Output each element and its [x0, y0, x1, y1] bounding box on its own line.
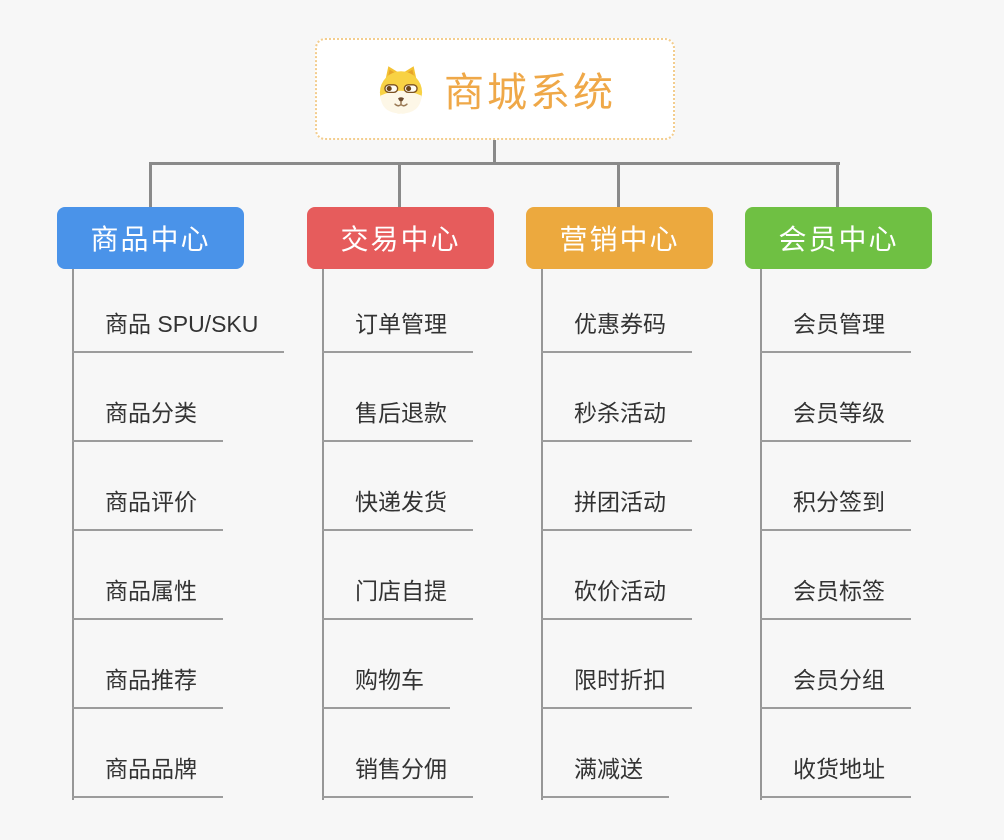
leaf-item[interactable]: 会员管理 — [760, 309, 911, 353]
drop-connector-member — [836, 162, 839, 209]
leaf-item[interactable]: 积分签到 — [760, 487, 911, 531]
leaf-item[interactable]: 门店自提 — [322, 576, 473, 620]
leaf-item[interactable]: 秒杀活动 — [541, 398, 692, 442]
leaf-item[interactable]: 拼团活动 — [541, 487, 692, 531]
trunk-connector-member — [760, 268, 762, 800]
leaf-item[interactable]: 会员标签 — [760, 576, 911, 620]
trunk-connector-trade — [322, 268, 324, 800]
leaf-item[interactable]: 售后退款 — [322, 398, 473, 442]
leaf-item[interactable]: 商品评价 — [72, 487, 223, 531]
trunk-connector-product — [72, 268, 74, 800]
root-node[interactable]: 商城系统 — [315, 38, 675, 140]
branch-bus-connector — [149, 162, 840, 165]
leaf-item[interactable]: 优惠券码 — [541, 309, 692, 353]
leaf-item[interactable]: 商品品牌 — [72, 754, 223, 798]
leaf-item[interactable]: 销售分佣 — [322, 754, 473, 798]
branch-label: 交易中心 — [340, 224, 461, 255]
root-title: 商城系统 — [444, 71, 616, 115]
leaf-item[interactable]: 限时折扣 — [541, 665, 692, 709]
leaf-item[interactable]: 会员等级 — [760, 398, 911, 442]
branch-node-product-center[interactable]: 商品中心 — [57, 207, 244, 269]
leaf-item[interactable]: 商品推荐 — [72, 665, 223, 709]
trunk-connector-marketing — [541, 268, 543, 800]
leaf-item[interactable]: 订单管理 — [322, 309, 473, 353]
branch-label: 会员中心 — [778, 224, 899, 255]
leaf-item[interactable]: 满减送 — [541, 754, 669, 798]
leaf-item[interactable]: 收货地址 — [760, 754, 911, 798]
branch-node-member-center[interactable]: 会员中心 — [745, 207, 932, 269]
leaf-item[interactable]: 会员分组 — [760, 665, 911, 709]
branch-node-marketing-center[interactable]: 营销中心 — [526, 207, 713, 269]
branch-label: 营销中心 — [559, 224, 680, 255]
branch-label: 商品中心 — [90, 224, 211, 255]
drop-connector-product — [149, 162, 152, 209]
leaf-item[interactable]: 砍价活动 — [541, 576, 692, 620]
leaf-item[interactable]: 快递发货 — [322, 487, 473, 531]
drop-connector-marketing — [617, 162, 620, 209]
leaf-item[interactable]: 购物车 — [322, 665, 450, 709]
root-stem-connector — [493, 138, 496, 164]
leaf-item[interactable]: 商品属性 — [72, 576, 223, 620]
leaf-item[interactable]: 商品分类 — [72, 398, 223, 442]
drop-connector-trade — [398, 162, 401, 209]
leaf-item[interactable]: 商品 SPU/SKU — [72, 309, 285, 353]
dog-face-icon — [379, 66, 423, 114]
branch-node-trade-center[interactable]: 交易中心 — [307, 207, 494, 269]
